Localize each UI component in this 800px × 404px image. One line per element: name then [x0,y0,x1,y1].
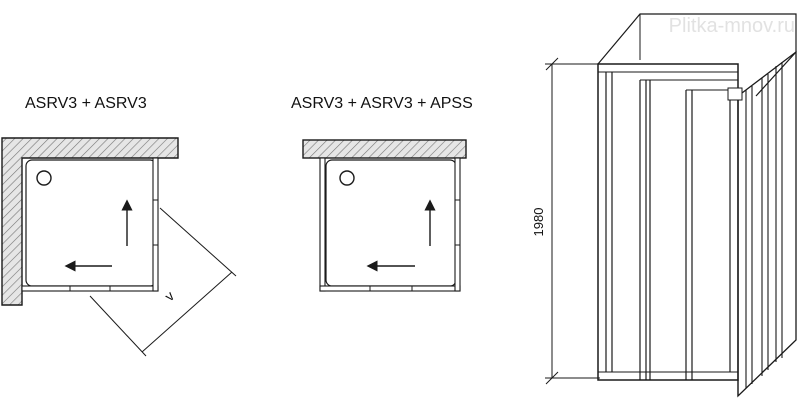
front-panels [605,72,731,380]
fixed-panel-glass [319,157,326,292]
front-frame [597,63,739,381]
side-panels [745,62,783,388]
front-door-glass [319,285,461,292]
plan-1-title: ASRV3 + ASRV3 [25,95,147,112]
side-door-glass [454,157,461,292]
diagonal-dimension-line [141,271,233,353]
plan-2: ASRV3 + ASRV3 + APSS [291,95,473,292]
drain-icon [339,170,355,186]
elevation-view: 1980 [531,13,797,398]
drain-icon [36,170,52,186]
back-wall-hatched [302,139,467,159]
watermark-text: Plitka-mnov.ru [669,15,795,37]
front-door-glass [21,285,159,292]
diagonal-label: v [161,288,177,305]
shower-tray [25,159,157,287]
corner-bracket [727,87,743,101]
side-door-glass [152,157,159,292]
height-label: 1980 [531,208,546,237]
plan-1: ASRV3 + ASRV3 v [1,95,237,357]
wall-hatched [1,137,179,306]
shower-tray [325,159,457,287]
plan-2-title: ASRV3 + ASRV3 + APSS [291,95,473,112]
side-frame [737,50,797,398]
